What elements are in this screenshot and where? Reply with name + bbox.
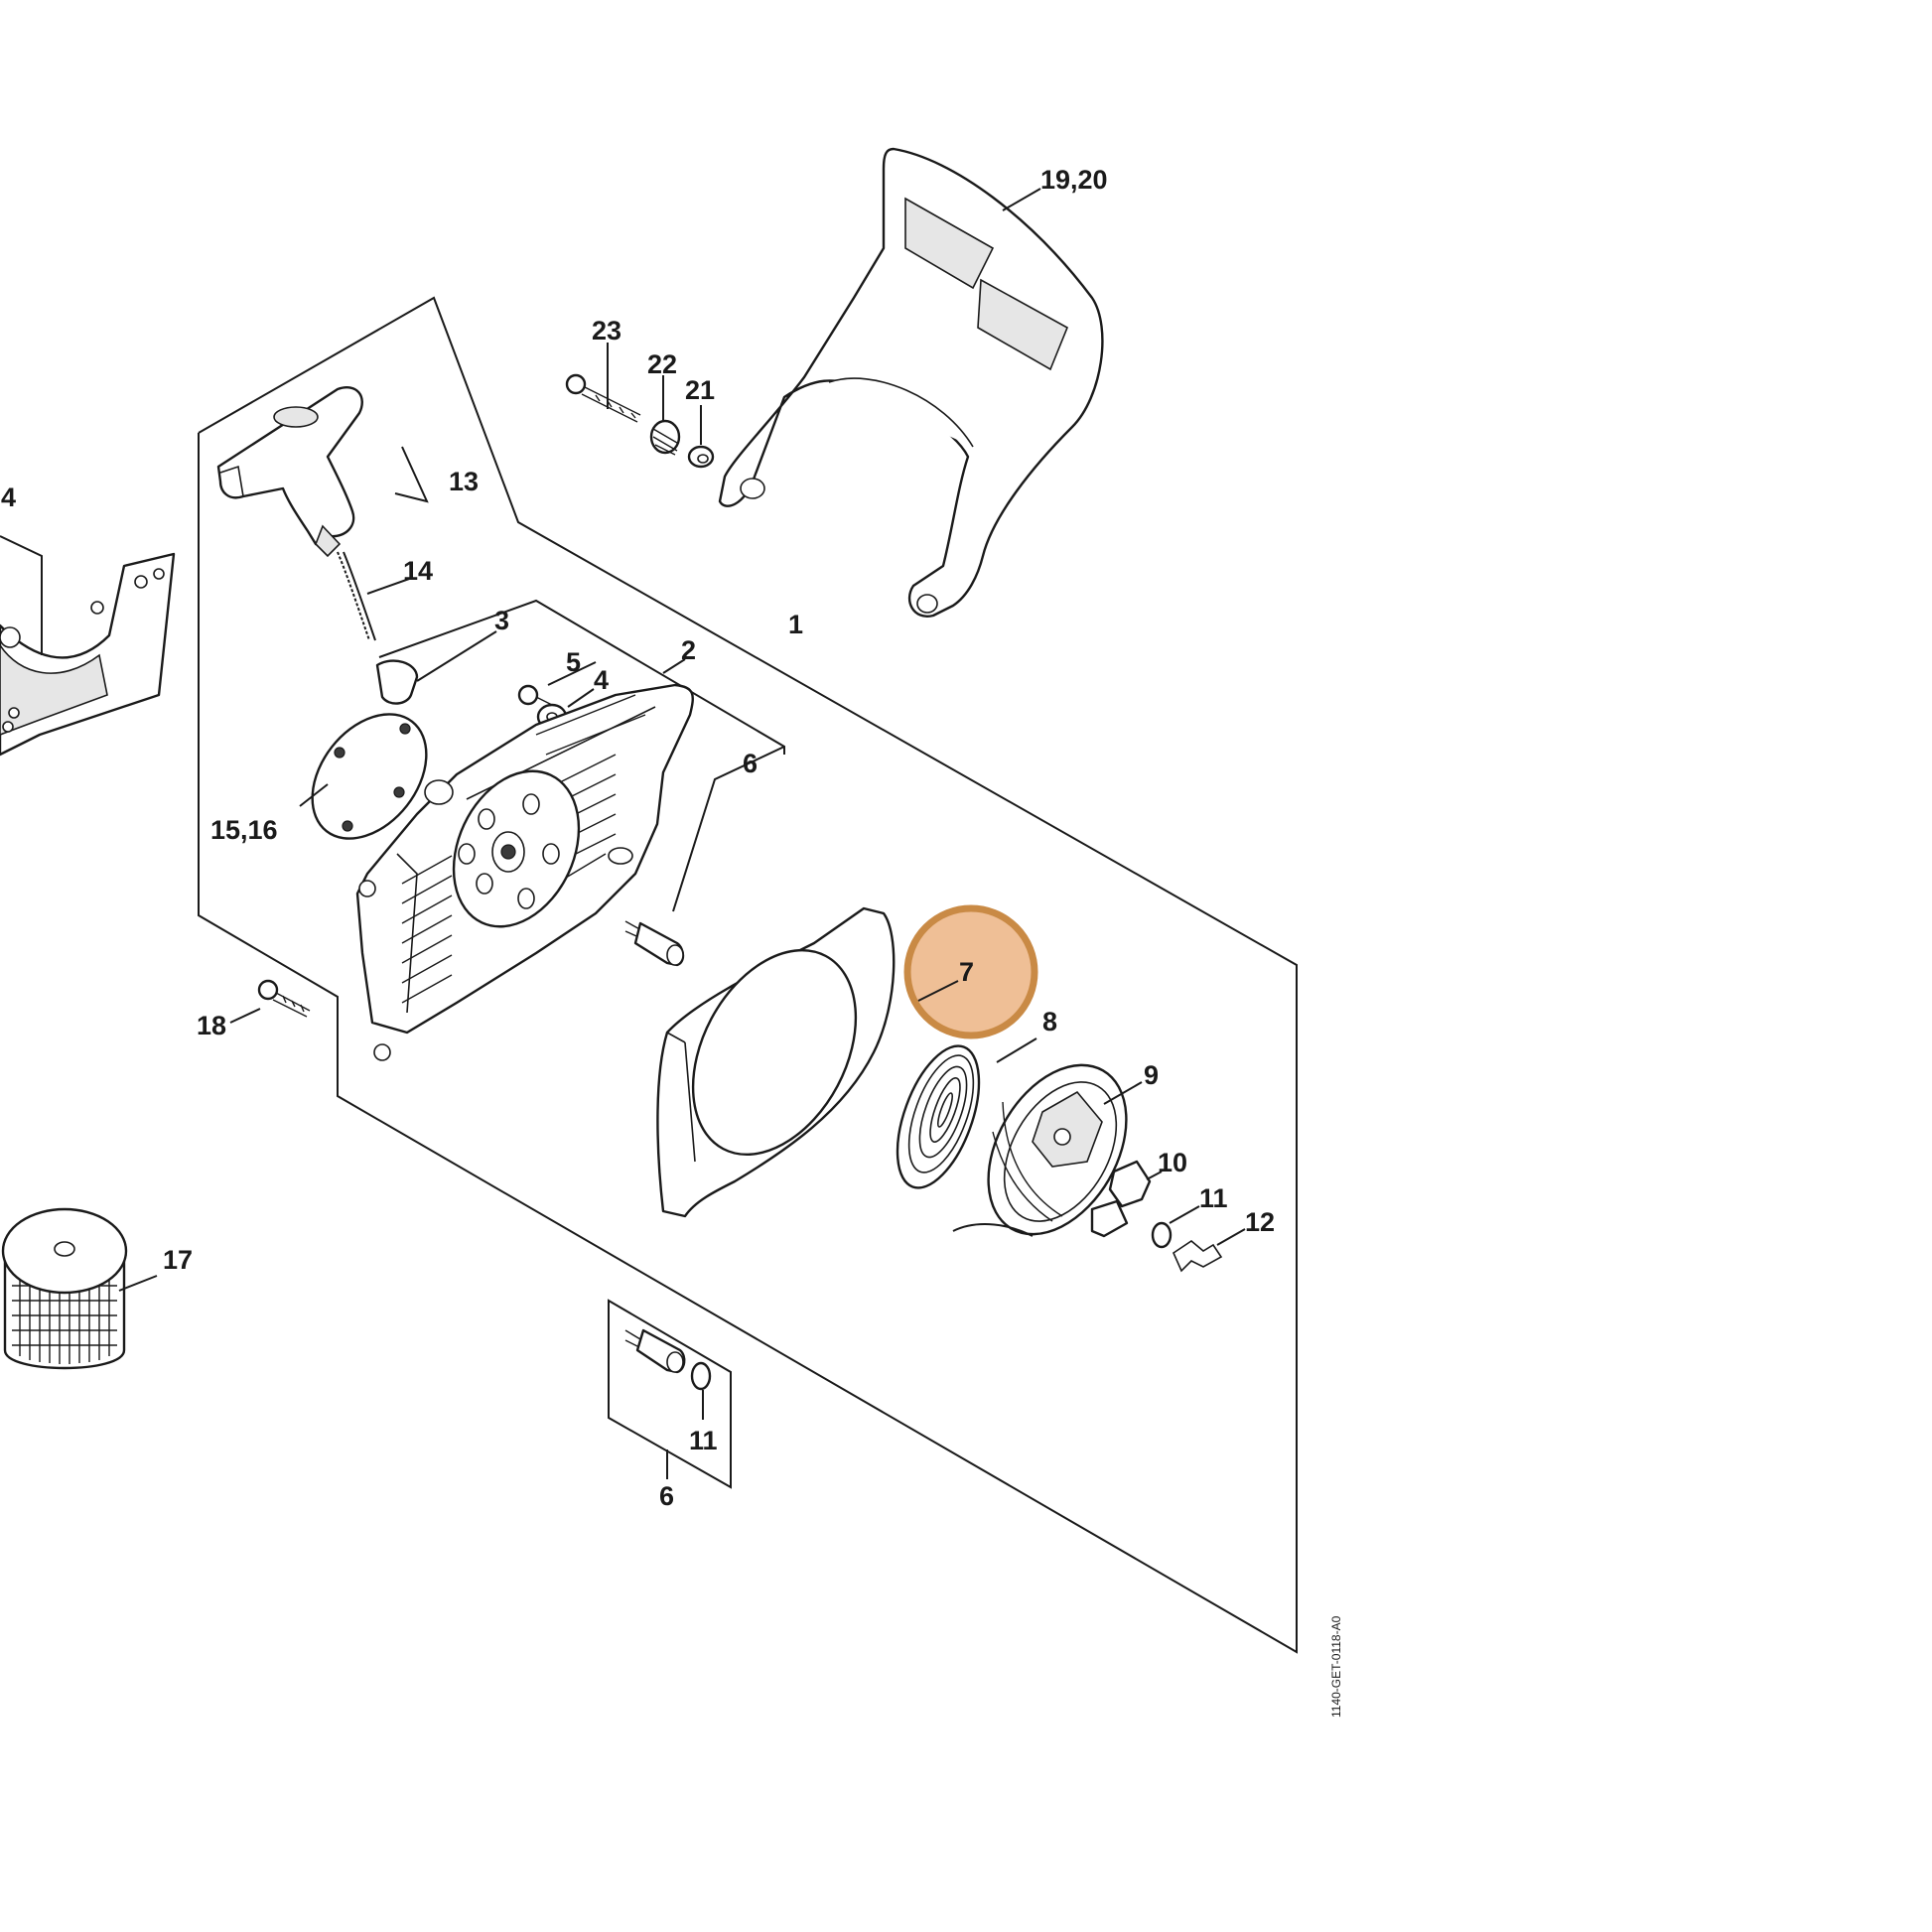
leader-10 — [1146, 1171, 1163, 1180]
leader-8 — [996, 1037, 1037, 1063]
callout-4[interactable]: 4 — [594, 665, 609, 695]
leader-12 — [1216, 1228, 1246, 1246]
leader-7 — [917, 980, 959, 1002]
leader-24 — [0, 535, 43, 655]
leader-13 — [394, 446, 429, 503]
callout-10[interactable]: 10 — [1158, 1148, 1187, 1177]
part-22-spring[interactable] — [649, 419, 681, 456]
callout-3[interactable]: 3 — [494, 606, 509, 635]
part-7-rewind-housing[interactable] — [656, 906, 896, 1218]
callout-2[interactable]: 2 — [681, 635, 696, 665]
callout-7[interactable]: 7 — [959, 957, 974, 987]
part-21-bushing[interactable] — [687, 445, 715, 469]
callout-21[interactable]: 21 — [685, 375, 715, 405]
part-18-screw[interactable] — [257, 979, 311, 1018]
part-9-rope-rotor[interactable] — [952, 1040, 1155, 1258]
part-19-20-hand-guard[interactable] — [718, 147, 1104, 618]
callout-8[interactable]: 8 — [1042, 1007, 1057, 1036]
part-12-spring-clip[interactable] — [1172, 1240, 1223, 1273]
part-11-washer-kit[interactable] — [690, 1361, 712, 1391]
callout-18[interactable]: 18 — [197, 1011, 226, 1040]
part-17-rope-reel[interactable] — [1, 1207, 128, 1370]
callout-11-kit[interactable]: 11 — [689, 1426, 718, 1455]
assembly-frame-1 — [198, 296, 1298, 1654]
callout-13[interactable]: 13 — [449, 467, 479, 496]
callout-6-upper[interactable]: 6 — [743, 749, 758, 778]
diagram-code: 1140-GET-0118-A0 — [1329, 1615, 1343, 1718]
callout-6-lower[interactable]: 6 — [659, 1481, 674, 1511]
leader-15-16 — [299, 783, 329, 807]
callout-19-20[interactable]: 19,20 — [1040, 165, 1108, 195]
callout-12[interactable]: 12 — [1245, 1207, 1275, 1237]
part-2-fan-housing[interactable] — [355, 683, 694, 1061]
leader-14 — [366, 577, 413, 595]
callout-14[interactable]: 14 — [403, 556, 433, 586]
part-14-rope[interactable] — [337, 551, 419, 705]
leader-3 — [416, 630, 497, 682]
callout-15-16[interactable]: 15,16 — [210, 815, 278, 845]
callout-24[interactable]: 24 — [0, 483, 16, 512]
leader-5 — [547, 661, 597, 686]
part-6-pin-upper[interactable] — [624, 920, 685, 967]
leader-9 — [1103, 1081, 1143, 1105]
part-11-washer[interactable] — [1151, 1221, 1173, 1249]
part-15-16-disc[interactable] — [289, 692, 450, 860]
part-6-pin-lower[interactable] — [624, 1328, 686, 1374]
callout-11[interactable]: 11 — [1199, 1183, 1228, 1213]
callout-9[interactable]: 9 — [1144, 1060, 1159, 1090]
callout-22[interactable]: 22 — [647, 349, 677, 379]
leader-19-20 — [1002, 188, 1041, 211]
callout-1[interactable]: 1 — [788, 610, 803, 639]
callout-23[interactable]: 23 — [592, 316, 621, 345]
leader-17 — [118, 1275, 158, 1292]
callout-17[interactable]: 17 — [163, 1245, 193, 1275]
part-24-cover[interactable] — [0, 552, 176, 757]
leader-6-upper — [672, 746, 785, 912]
part-23-screw[interactable] — [565, 373, 641, 423]
leader-18 — [229, 1008, 261, 1024]
callout-5[interactable]: 5 — [566, 647, 581, 677]
part-5-screw[interactable] — [517, 684, 553, 706]
highlight-callout-7 — [903, 904, 1038, 1039]
part-10-pawl[interactable] — [1090, 1160, 1152, 1238]
leader-2 — [662, 658, 686, 674]
leader-4 — [567, 688, 595, 708]
leader-11 — [1169, 1205, 1200, 1224]
part-8-rewind-spring[interactable] — [881, 1035, 995, 1198]
part-13-starter-grip[interactable] — [216, 386, 363, 558]
